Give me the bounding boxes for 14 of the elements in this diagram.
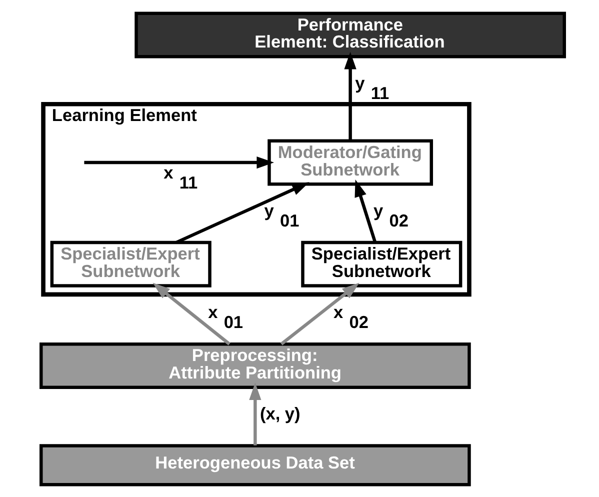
- arrow: [249, 382, 262, 445]
- node-box: Heterogeneous Data Set: [40, 444, 471, 486]
- node-box: Performance Element: Classification: [134, 11, 566, 58]
- node-box: Preprocessing: Attribute Partitioning: [40, 342, 471, 388]
- arrow: [354, 179, 377, 242]
- arrow: [344, 51, 356, 140]
- arrow: [280, 282, 360, 345]
- edge-label: (x, y): [260, 403, 300, 424]
- arrow: [176, 182, 310, 244]
- node-box: Specialist/Expert Subnetwork: [301, 240, 462, 287]
- arrow: [152, 282, 230, 345]
- node-box: Specialist/Expert Subnetwork: [50, 240, 212, 287]
- node-box: Moderator/Gating Subnetwork: [268, 138, 434, 186]
- arrow: [84, 156, 274, 168]
